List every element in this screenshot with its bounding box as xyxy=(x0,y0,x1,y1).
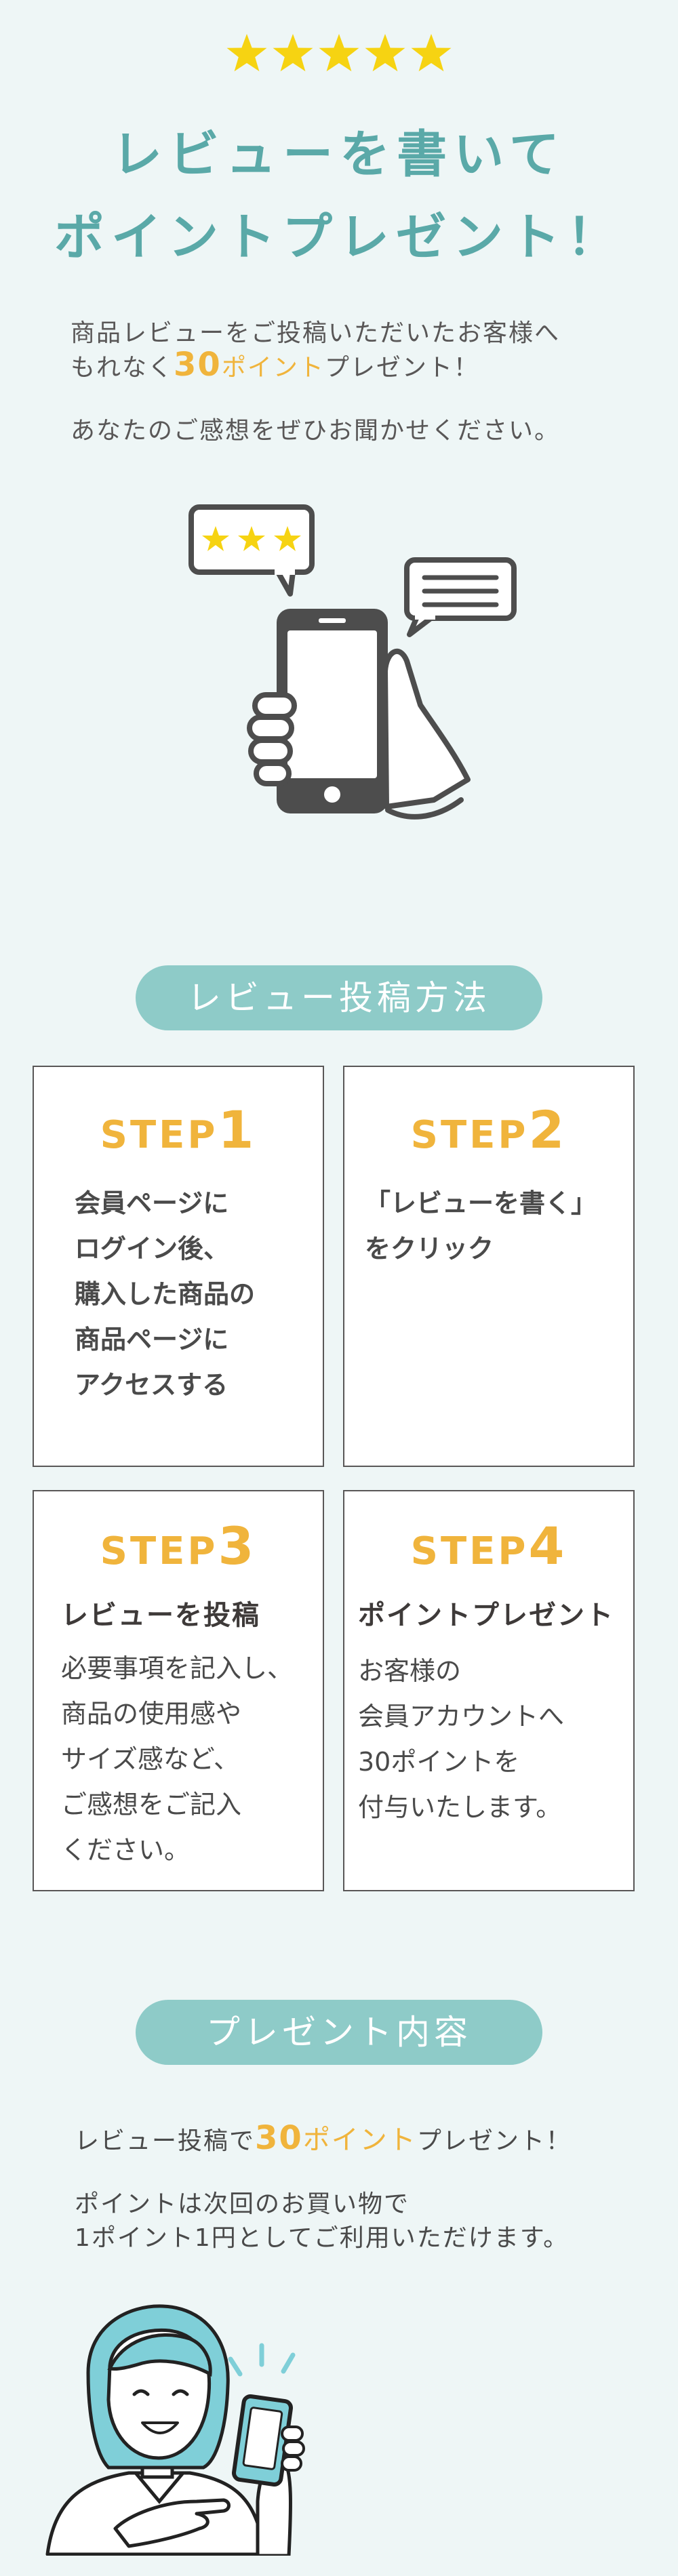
intro-line-3: あなたのご感想をぜひお聞かせください。 xyxy=(71,417,561,445)
headline-line-1: レビューを書いて xyxy=(112,125,566,184)
step-4-subtitle: ポイントプレゼント xyxy=(358,1600,614,1631)
step-label: STEP xyxy=(410,1529,529,1573)
intro-points-word: ポイント xyxy=(221,354,325,382)
step-card-3: STEP3 レビューを投稿 必要事項を記入し、 商品の使用感や サイズ感など、 … xyxy=(33,1490,324,1891)
star-icon xyxy=(319,34,359,72)
step-3-title: STEP3 xyxy=(34,1516,323,1576)
step-label: STEP xyxy=(100,1529,218,1573)
step-3-body: 必要事項を記入し、 商品の使用感や サイズ感など、 ご感想をご記入 ください。 xyxy=(61,1653,294,1865)
step-number: 2 xyxy=(528,1100,567,1160)
step-card-4: STEP4 ポイントプレゼント お客様の 会員アカウントへ 30ポイントを 付与… xyxy=(343,1490,635,1891)
step-1-body: 会員ページに ログイン後、 購入した商品の 商品ページに アクセスする xyxy=(75,1188,256,1400)
star-icon xyxy=(273,34,313,72)
step-number: 4 xyxy=(528,1516,567,1576)
phone-review-illustration xyxy=(188,504,517,820)
section-heading-how-to: レビュー投稿方法 xyxy=(136,965,542,1030)
present-line-2: ポイントは次回のお買い物で xyxy=(75,2190,410,2218)
smartphone-icon xyxy=(277,609,388,813)
intro-suffix: プレゼント！ xyxy=(324,354,479,382)
present-line-3: 1ポイント1円としてご利用いただけます。 xyxy=(75,2224,570,2252)
star-icon xyxy=(365,34,405,72)
step-1-title: STEP1 xyxy=(34,1100,323,1160)
intro-line-2: もれなく30ポイントプレゼント！ xyxy=(71,346,626,384)
star-icon xyxy=(411,34,452,72)
present-line-1: レビュー投稿で30ポイントプレゼント！ xyxy=(75,2118,572,2157)
step-card-2: STEP2 「レビューを書く」 をクリック xyxy=(343,1066,635,1467)
star-icon xyxy=(226,34,267,72)
step-2-body: 「レビューを書く」 をクリック xyxy=(365,1188,597,1264)
message-speech-bubble-icon xyxy=(404,557,517,637)
present-points-word: ポイント xyxy=(302,2125,417,2156)
present-points-number: 30 xyxy=(255,2119,303,2157)
rating-stars xyxy=(0,33,678,76)
step-number: 1 xyxy=(218,1100,257,1160)
intro-prefix: もれなく xyxy=(71,354,174,382)
intro-line-1: 商品レビューをご投稿いただいたお客様へ xyxy=(71,319,561,347)
step-card-1: STEP1 会員ページに ログイン後、 購入した商品の 商品ページに アクセスす… xyxy=(33,1066,324,1467)
step-3-subtitle: レビューを投稿 xyxy=(61,1600,260,1631)
headline-line-2: ポイントプレゼント！ xyxy=(54,208,624,266)
step-number: 3 xyxy=(218,1516,257,1576)
step-4-body: お客様の 会員アカウントへ 30ポイントを 付与いたします。 xyxy=(358,1656,565,1822)
section-heading-present: プレゼント内容 xyxy=(136,2000,542,2065)
intro-points-number: 30 xyxy=(174,346,222,384)
step-2-title: STEP2 xyxy=(344,1100,633,1160)
star-speech-bubble-icon xyxy=(188,504,315,597)
smartphone-icon xyxy=(232,2394,293,2487)
step-label: STEP xyxy=(410,1113,529,1157)
present-prefix: レビュー投稿で xyxy=(75,2127,256,2155)
present-suffix: プレゼント！ xyxy=(416,2127,572,2155)
person-with-phone-illustration xyxy=(45,2304,305,2556)
step-label: STEP xyxy=(100,1113,218,1157)
step-4-title: STEP4 xyxy=(344,1516,633,1576)
